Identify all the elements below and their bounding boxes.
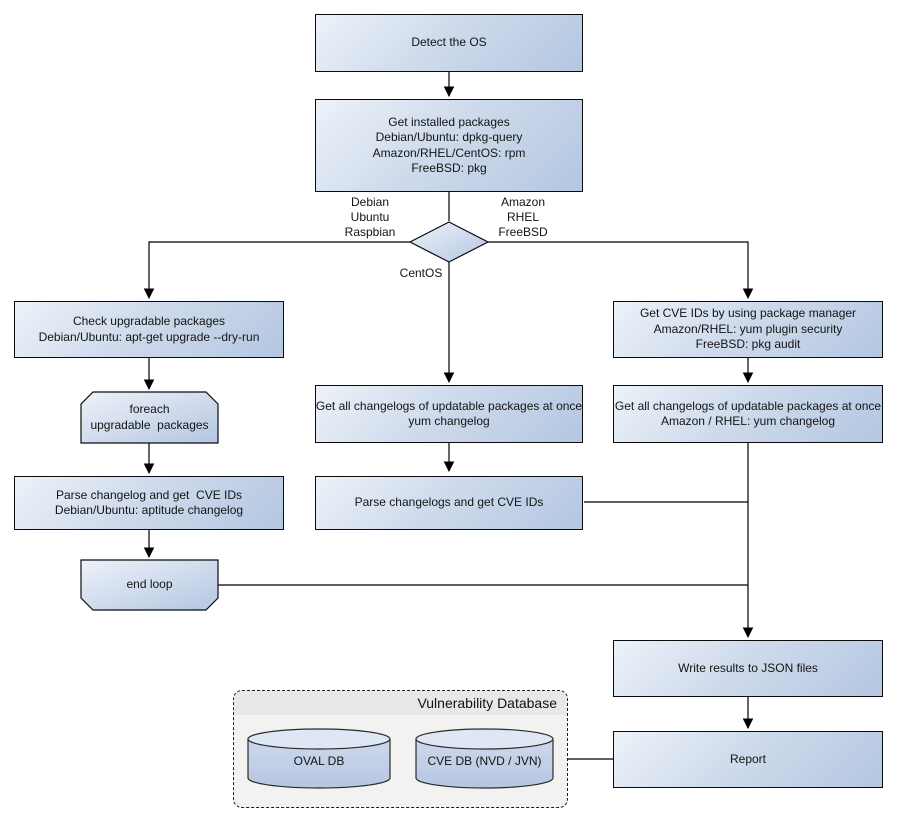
vulnerability-db-title: Vulnerability Database [417,695,557,711]
node-get-installed-packages: Get installed packages Debian/Ubuntu: dp… [315,99,583,192]
vulnerability-db-header: Vulnerability Database [234,691,567,715]
node-report: Report [613,731,883,788]
node-amazon-get-changelogs: Get all changelogs of updatable packages… [613,385,883,443]
end-loop-shape [80,559,219,611]
node-write-results-json: Write results to JSON files [613,640,883,697]
os-decision-diamond [408,221,490,263]
decision-label-amazon-branch: Amazon RHEL FreeBSD [498,195,548,239]
arrow-decision-to-get-cve-ids [488,241,754,300]
decision-label-debian-branch: Debian Ubuntu Raspbian [344,195,396,239]
foreach-shape [80,391,219,444]
arrow-decision-to-check-upgradable [143,241,410,300]
node-check-upgradable-packages: Check upgradable packages Debian/Ubuntu:… [14,301,284,358]
node-get-cve-ids-pkg-manager: Get CVE IDs by using package manager Ama… [613,301,883,358]
node-centos-get-changelogs: Get all changelogs of updatable packages… [315,385,583,443]
node-parse-changelog-debian: Parse changelog and get CVE IDs Debian/U… [14,476,284,530]
node-centos-parse-changelogs: Parse changelogs and get CVE IDs [315,476,583,530]
vulnerability-db-group: Vulnerability Database [233,690,568,808]
node-detect-os: Detect the OS [315,14,583,72]
decision-label-centos-branch: CentOS [399,266,443,280]
